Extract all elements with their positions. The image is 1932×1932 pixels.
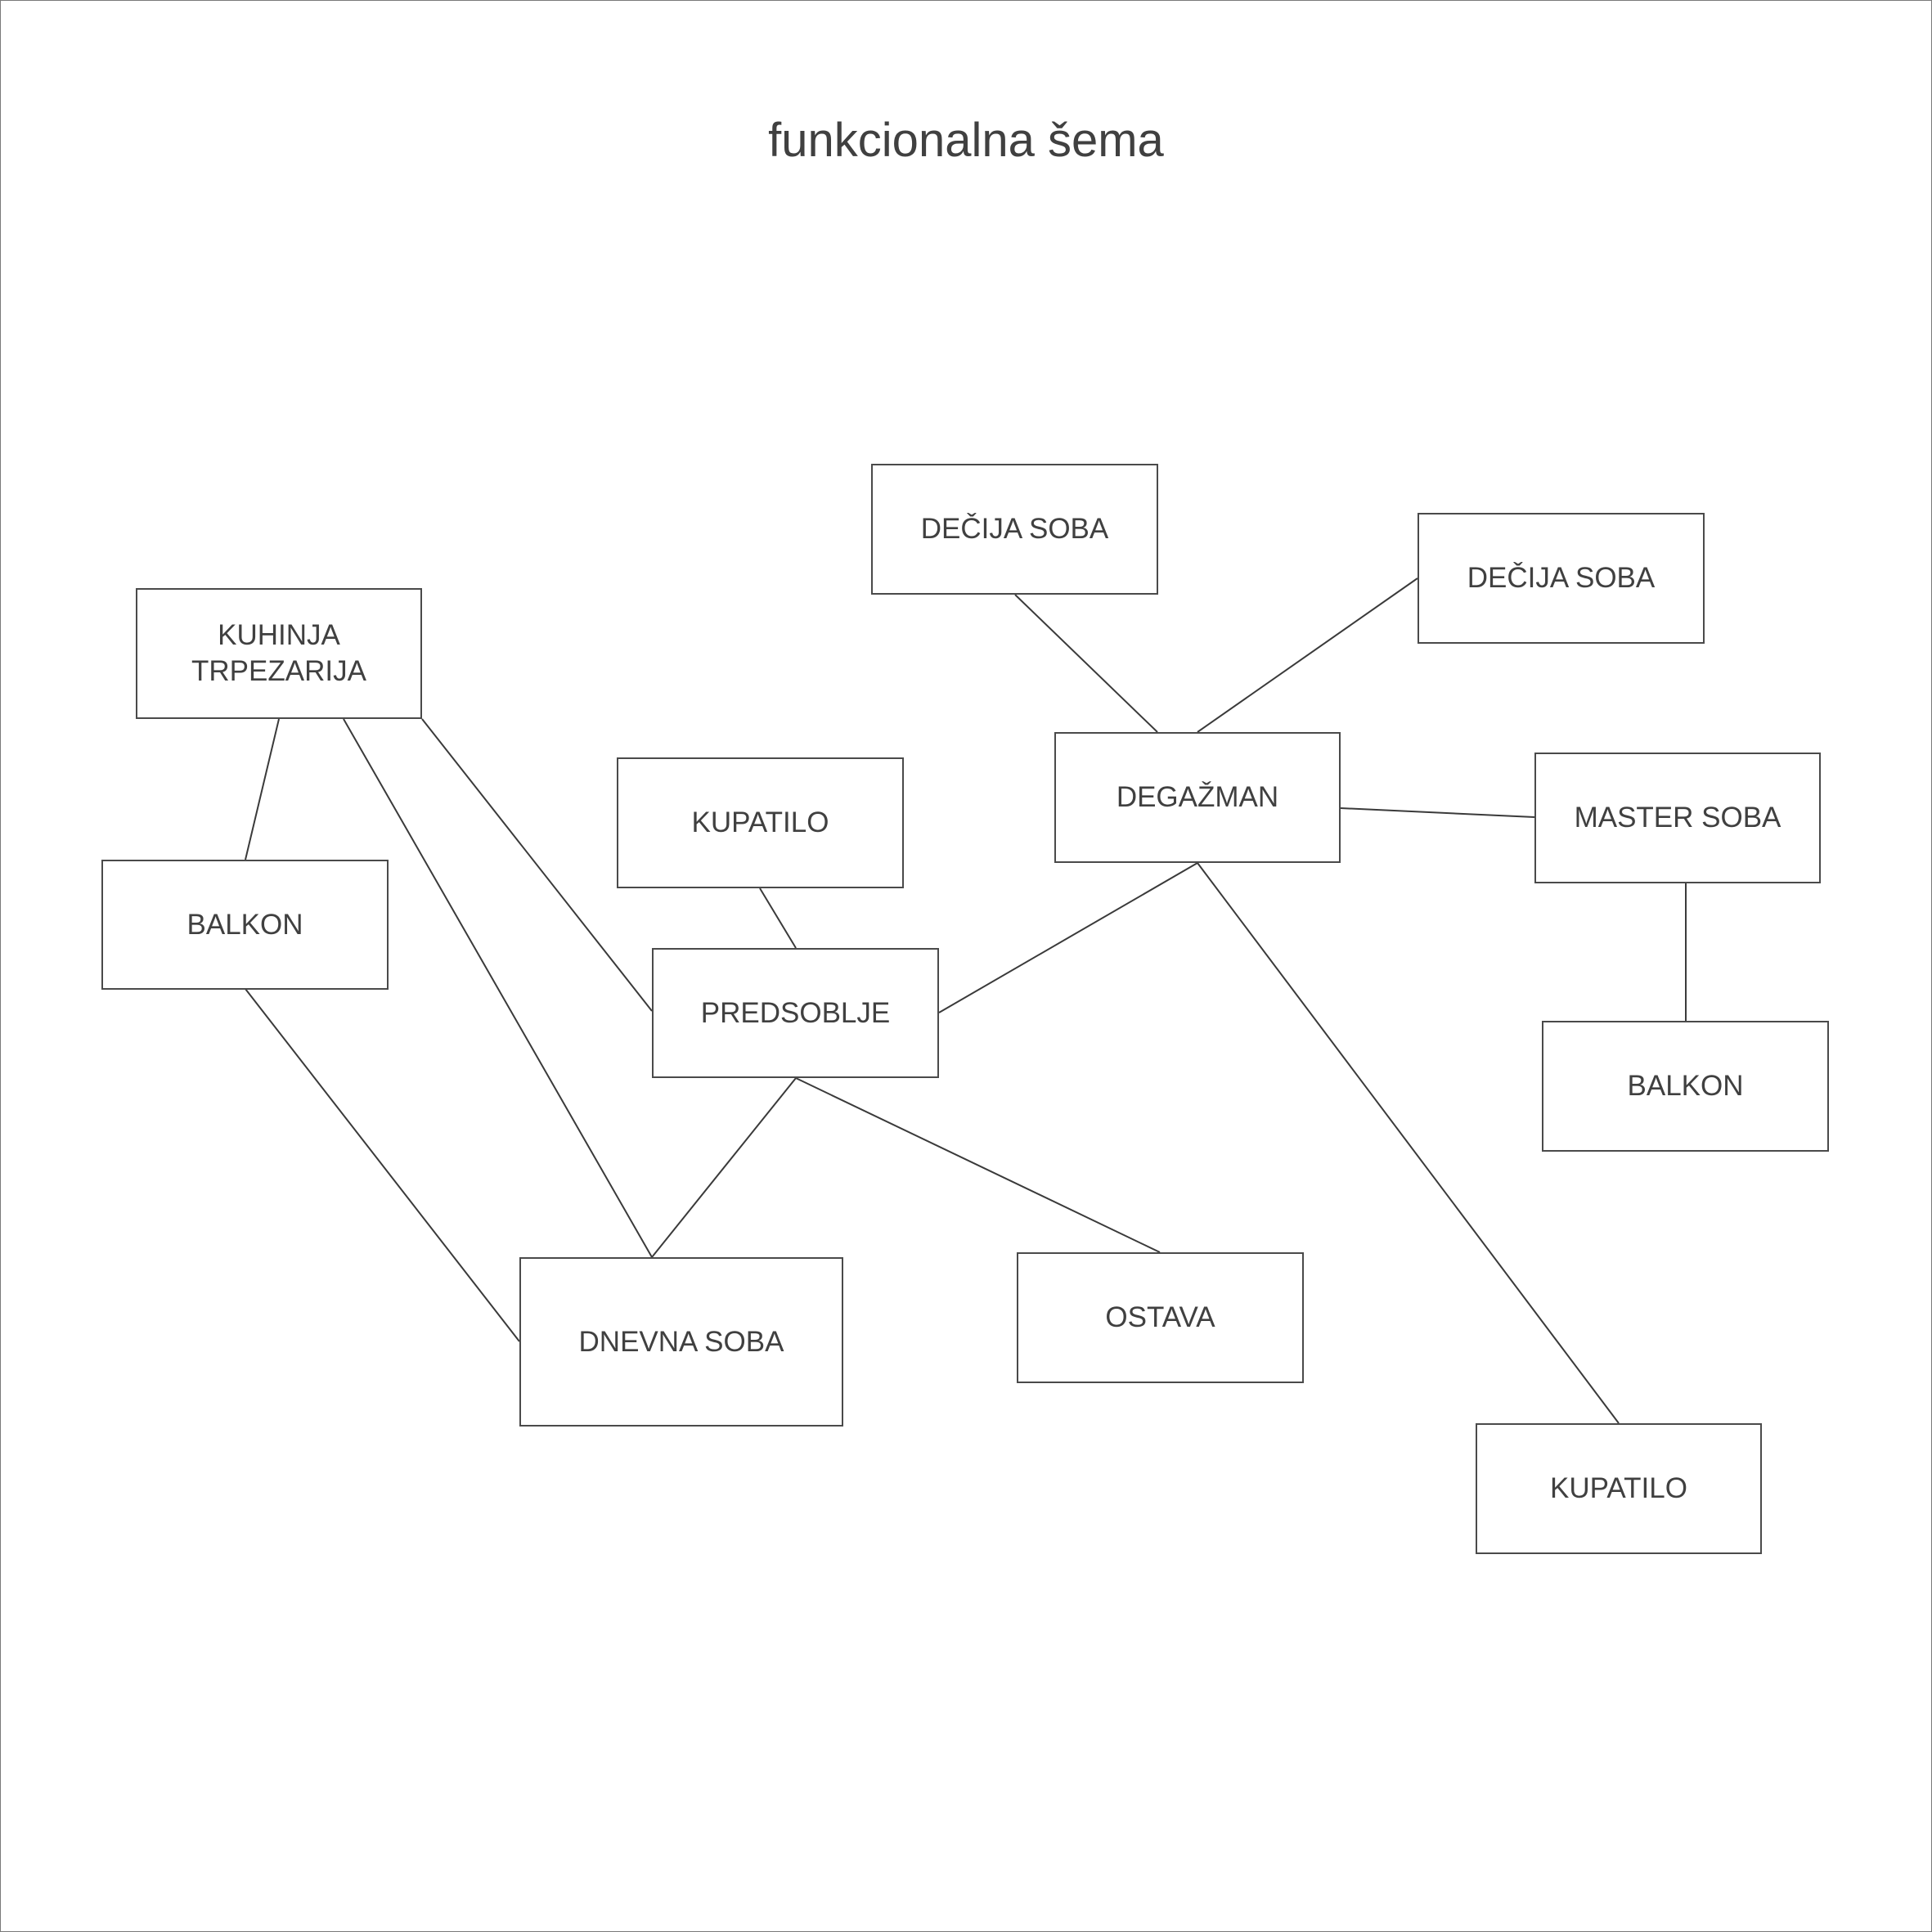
link-kuhinja-balkon <box>245 718 280 860</box>
link-balkon-dnevna <box>245 988 520 1342</box>
room-decija-soba-2: DEČIJA SOBA <box>1418 513 1705 644</box>
room-degazman: DEGAŽMAN <box>1054 732 1341 863</box>
room-master-soba: MASTER SOBA <box>1534 753 1821 883</box>
link-predsoblje-dnevna <box>651 1077 797 1258</box>
link-kupatilo-predsoblje <box>759 887 797 949</box>
room-kuhinja-trpezarija: KUHINJA TRPEZARIJA <box>136 588 422 719</box>
link-predsoblje-degazman <box>938 862 1198 1013</box>
room-balkon-left: BALKON <box>101 860 389 990</box>
link-degazman-kupatilo <box>1197 862 1620 1424</box>
room-kupatilo-center: KUPATILO <box>617 757 904 888</box>
room-kupatilo-right: KUPATILO <box>1476 1423 1762 1554</box>
link-predsoblje-ostava <box>795 1077 1161 1253</box>
room-balkon-right: BALKON <box>1542 1021 1829 1152</box>
room-ostava: OSTAVA <box>1017 1252 1304 1383</box>
room-predsoblje: PREDSOBLJE <box>652 948 939 1078</box>
link-kuhinja-predsoblje <box>421 718 653 1012</box>
link-degazman-master <box>1340 807 1535 818</box>
link-decija1-degazman <box>1014 594 1158 733</box>
link-kuhinja-dnevna <box>343 718 653 1258</box>
room-decija-soba-1: DEČIJA SOBA <box>871 464 1158 595</box>
link-decija2-degazman <box>1197 577 1418 733</box>
room-dnevna-soba: DNEVNA SOBA <box>519 1257 843 1427</box>
diagram-title: funkcionalna šema <box>768 114 1164 167</box>
